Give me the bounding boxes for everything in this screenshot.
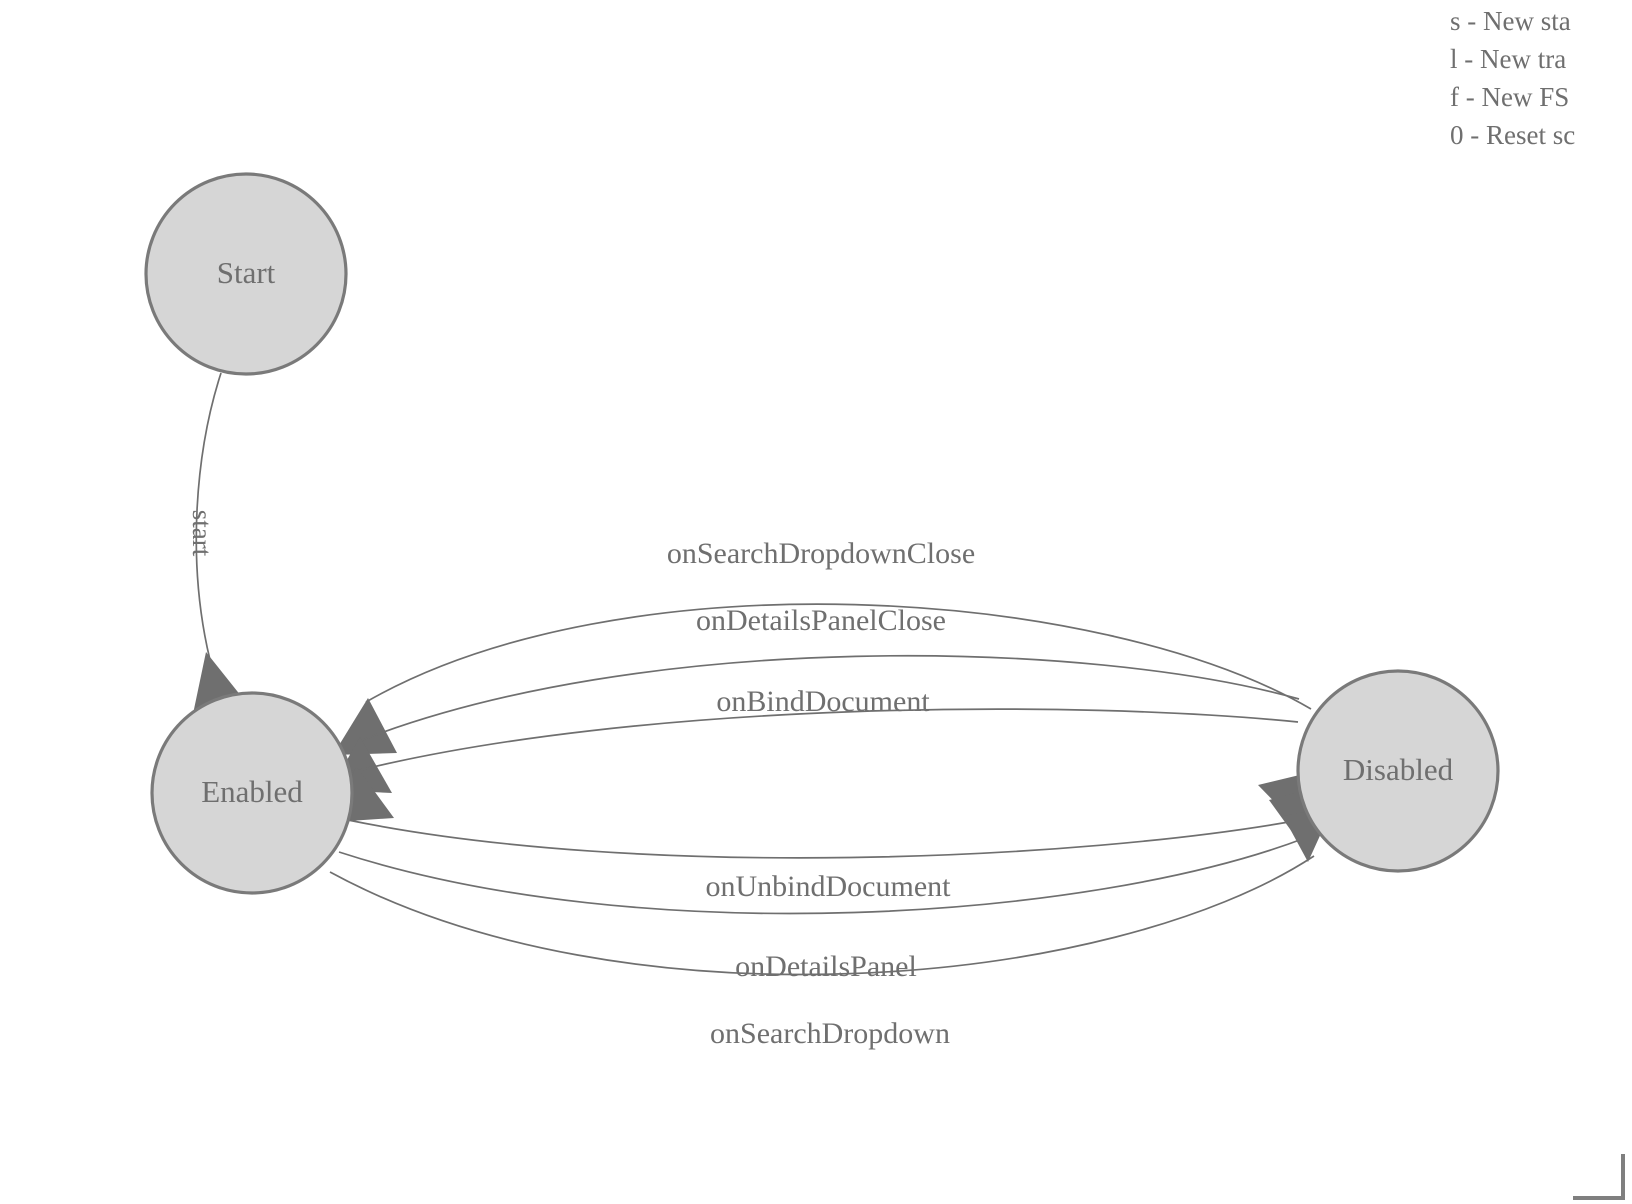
edge-enabled-to-disabled-unbinddocument[interactable] xyxy=(347,772,1312,859)
edge-label-onbinddocument: onBindDocument xyxy=(716,685,930,718)
edge-path-e2 xyxy=(356,654,1300,743)
edge-disabled-to-enabled-binddocument[interactable] xyxy=(334,708,1299,822)
edge-path-e4 xyxy=(347,819,1301,859)
edge-label-ondetailspanel: onDetailsPanel xyxy=(735,950,917,983)
arrowhead-e1 xyxy=(333,698,397,755)
node-disabled-circle xyxy=(1296,669,1500,873)
help-line-new-state: s - New sta xyxy=(1450,6,1571,36)
node-enabled[interactable]: Enabled xyxy=(150,691,354,895)
help-line-new-fsm: f - New FS xyxy=(1450,82,1570,112)
edge-label-onunbinddocument: onUnbindDocument xyxy=(706,870,952,903)
edge-path-start xyxy=(195,372,222,661)
edge-label-ondetailspanelclose: onDetailsPanelClose xyxy=(696,604,946,637)
edge-label-onsearchdropdownclose: onSearchDropdownClose xyxy=(667,537,975,570)
help-line-new-transition: l - New tra xyxy=(1450,44,1567,74)
edge-disabled-to-enabled-searchdropdownclose[interactable] xyxy=(333,603,1312,755)
node-disabled[interactable]: Disabled xyxy=(1296,669,1500,873)
node-start[interactable]: Start xyxy=(144,172,348,376)
edge-disabled-to-enabled-detailspanelclose[interactable] xyxy=(330,654,1300,793)
node-start-circle xyxy=(144,172,348,376)
node-disabled-label: Disabled xyxy=(1343,752,1454,787)
node-enabled-circle xyxy=(150,691,354,895)
resize-corner-handle[interactable] xyxy=(1573,1154,1625,1200)
edge-path-e1 xyxy=(365,603,1312,710)
edge-path-e3 xyxy=(351,708,1299,773)
node-start-label: Start xyxy=(217,255,276,290)
edge-path-e6 xyxy=(329,855,1315,976)
help-line-reset-scale: 0 - Reset sc xyxy=(1450,120,1576,150)
node-enabled-label: Enabled xyxy=(201,774,303,809)
help-legend: s - New sta l - New tra f - New FS 0 - R… xyxy=(1422,0,1632,154)
edge-path-e5 xyxy=(338,837,1306,915)
edge-label-start: start xyxy=(187,510,217,557)
edge-label-onsearchdropdown: onSearchDropdown xyxy=(710,1017,950,1050)
